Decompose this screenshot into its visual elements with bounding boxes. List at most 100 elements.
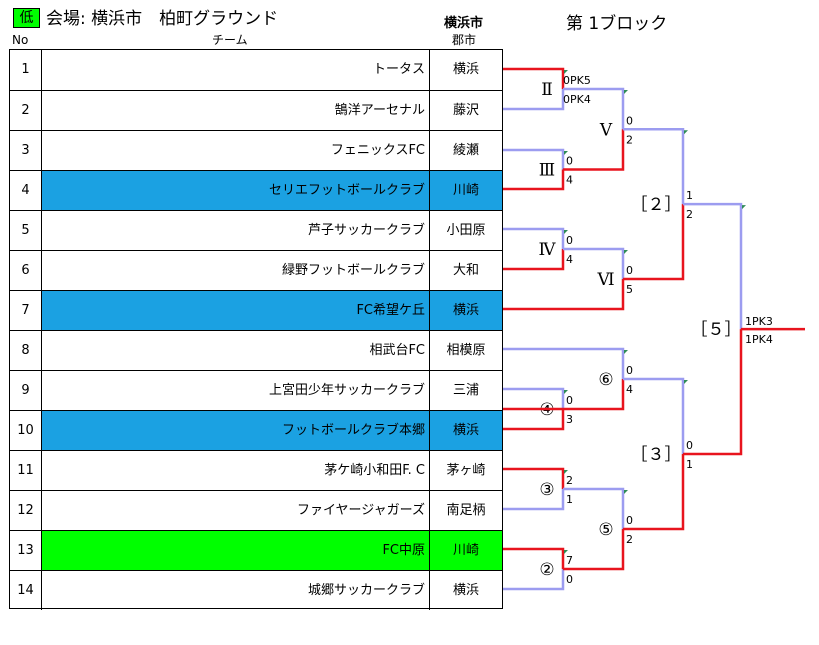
team-city: 横浜 bbox=[452, 583, 479, 598]
semi-3-bottom bbox=[623, 454, 685, 531]
row-number: 7 bbox=[10, 291, 42, 330]
team-name: フットボールクラブ本郷 bbox=[42, 411, 430, 450]
block-title: 第 1ブロック bbox=[566, 14, 668, 34]
match-2-bottom bbox=[503, 89, 565, 111]
venue-title: 会場: 横浜市 柏町グラウンド bbox=[46, 9, 279, 29]
score-bottom: 4 bbox=[566, 174, 573, 187]
team-city: 相模原 bbox=[446, 343, 486, 358]
host-city-label: 横浜市 bbox=[444, 16, 484, 31]
score-marker bbox=[684, 130, 688, 135]
score-top: 0 bbox=[626, 364, 633, 377]
row-number: 12 bbox=[10, 491, 42, 530]
score-bottom: 5 bbox=[626, 283, 633, 296]
team-name: ファイヤージャガーズ bbox=[42, 491, 430, 530]
final-top bbox=[683, 202, 743, 330]
match-2-top bbox=[503, 67, 565, 89]
score-top: 2 bbox=[566, 474, 573, 487]
team-city: 三浦 bbox=[452, 383, 479, 398]
match-label: Ⅱ bbox=[541, 80, 553, 100]
score-marker bbox=[564, 230, 568, 234]
match-c3-top bbox=[503, 467, 565, 489]
match-5-top bbox=[563, 87, 625, 130]
match-c6-top bbox=[503, 347, 625, 379]
match-4-top bbox=[503, 227, 565, 249]
team-city: 藤沢 bbox=[452, 103, 479, 118]
score-top: 1PK3 bbox=[745, 315, 773, 328]
score-marker bbox=[624, 350, 628, 354]
row-number: 4 bbox=[10, 171, 42, 210]
match-label: Ⅲ bbox=[539, 161, 555, 181]
score-top: 0PK5 bbox=[563, 74, 591, 87]
column-header-no: No bbox=[12, 33, 29, 47]
team-name: 鵠洋アーセナル bbox=[42, 91, 430, 130]
match-label: ［３］ bbox=[631, 445, 682, 465]
match-3-top bbox=[503, 148, 565, 170]
row-number: 1 bbox=[10, 50, 42, 90]
match-label: ② bbox=[539, 560, 554, 580]
row-number: 11 bbox=[10, 451, 42, 490]
team-city: 南足柄 bbox=[446, 503, 486, 518]
score-top: 0 bbox=[626, 514, 633, 527]
column-header-city: 郡市 bbox=[452, 33, 477, 47]
team-city: 川崎 bbox=[430, 171, 502, 210]
row-number: 13 bbox=[10, 531, 42, 570]
match-label: ⑤ bbox=[598, 520, 613, 540]
score-top: 0 bbox=[566, 394, 573, 407]
team-city: 綾瀬 bbox=[452, 143, 479, 158]
match-c5-top bbox=[563, 487, 625, 529]
score-bottom: 2 bbox=[686, 208, 693, 221]
row-number: 3 bbox=[10, 131, 42, 170]
team-name: 芦子サッカークラブ bbox=[42, 211, 430, 250]
team-name: セリエフットボールクラブ bbox=[42, 171, 430, 210]
score-marker bbox=[564, 70, 568, 74]
score-marker bbox=[624, 490, 628, 494]
score-bottom: 0PK4 bbox=[563, 93, 591, 106]
team-city: 横浜 bbox=[430, 411, 502, 450]
semi-2-top bbox=[623, 128, 685, 205]
match-6-bottom bbox=[563, 279, 625, 311]
score-marker bbox=[564, 470, 568, 474]
score-bottom: 1PK4 bbox=[745, 333, 773, 346]
score-top: 1 bbox=[686, 189, 693, 202]
match-label: Ⅵ bbox=[596, 270, 614, 290]
match-label: Ⅳ bbox=[539, 240, 557, 260]
row-number: 8 bbox=[10, 331, 42, 370]
semi-2-bottom bbox=[623, 204, 685, 281]
match-c4-top bbox=[503, 387, 565, 409]
team-name: FC中原 bbox=[42, 531, 430, 570]
match-c4-bottom bbox=[503, 409, 565, 431]
match-c5-bottom bbox=[563, 529, 625, 571]
team-name: FC希望ケ丘 bbox=[42, 291, 430, 330]
final-bottom bbox=[683, 329, 743, 456]
team-city: 川崎 bbox=[430, 531, 502, 570]
score-top: 0 bbox=[626, 264, 633, 277]
match-label: Ⅴ bbox=[599, 120, 613, 140]
match-c3-bottom bbox=[503, 489, 565, 511]
match-c2-bottom bbox=[503, 569, 565, 591]
match-6-top bbox=[563, 247, 625, 279]
team-city: 横浜 bbox=[430, 291, 502, 330]
team-name: 緑野フットボールクラブ bbox=[42, 251, 430, 290]
score-bottom: 4 bbox=[566, 253, 573, 266]
match-c6-bottom bbox=[503, 379, 625, 411]
score-top: 0 bbox=[566, 234, 573, 247]
score-marker bbox=[564, 550, 568, 554]
score-bottom: 2 bbox=[626, 133, 633, 146]
team-name: 上宮田少年サッカークラブ bbox=[42, 371, 430, 410]
match-label: ③ bbox=[539, 480, 554, 500]
team-name: トータス bbox=[42, 50, 430, 90]
score-top: 0 bbox=[626, 114, 633, 127]
row-number: 14 bbox=[10, 571, 42, 610]
team-city: 小田原 bbox=[446, 223, 486, 238]
